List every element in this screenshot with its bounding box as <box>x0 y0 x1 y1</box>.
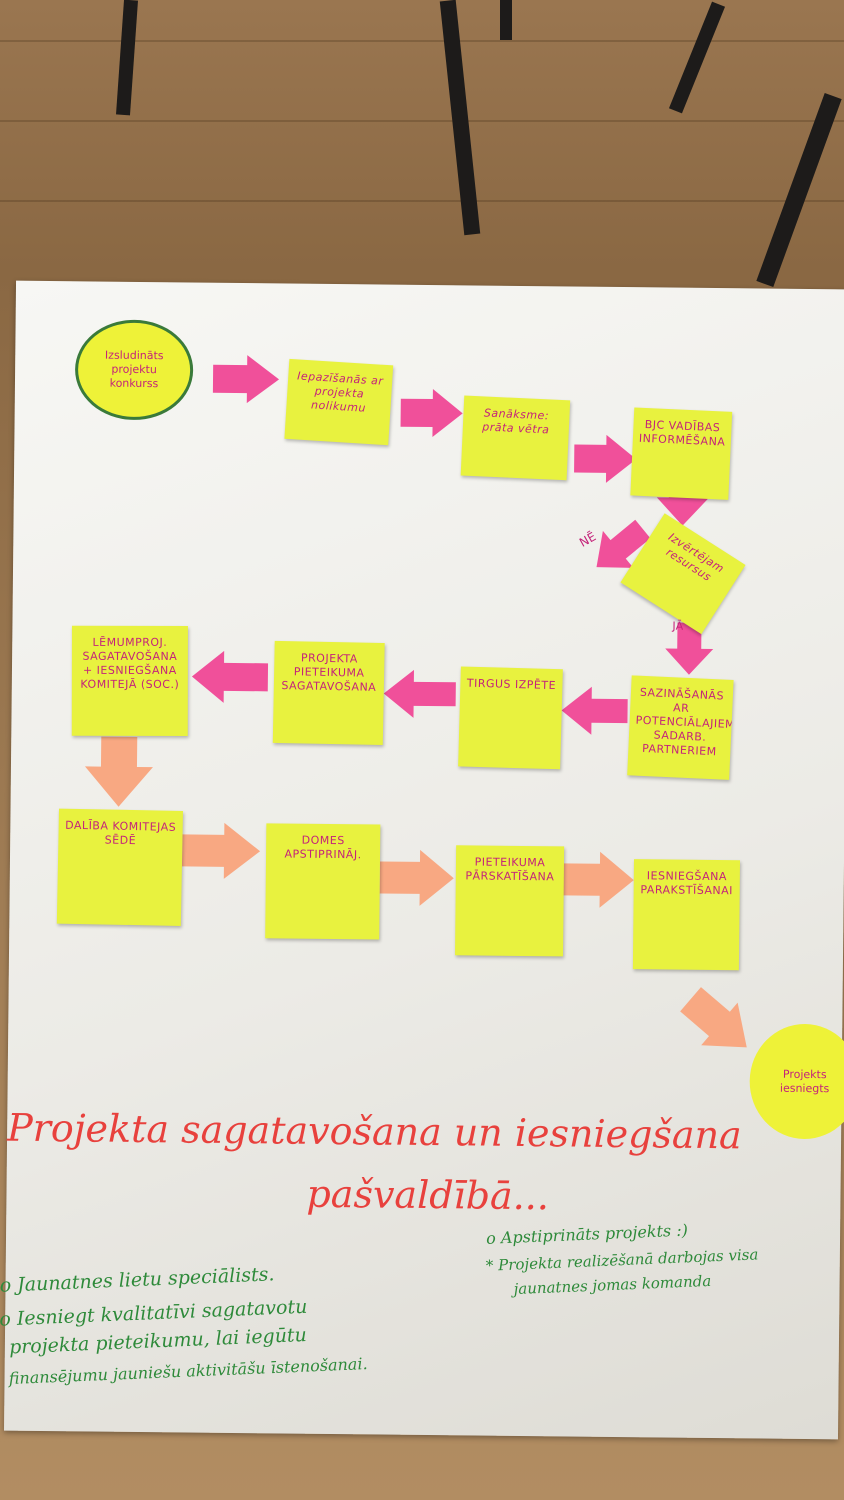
note-5: Sazināšanās ar potenciālajiem sadarb. pa… <box>627 675 734 780</box>
note-8: Lēmumproj. sagatavošana + iesniegšana ko… <box>71 625 188 736</box>
note-6: Tirgus izpēte <box>458 666 563 770</box>
note-3: BJC vadības informēšana <box>630 407 733 500</box>
arrow-down-peach <box>84 736 153 807</box>
arrow-right-3 <box>574 434 637 483</box>
note-2-text: Sanāksme: prāta vētra <box>482 406 550 437</box>
arrow-left-1 <box>561 686 628 735</box>
note-2: Sanāksme: prāta vētra <box>460 395 571 481</box>
note-9: Dalība komitejas sēdē <box>56 808 183 926</box>
note-12: Iesniegšana parakstīšanai <box>632 859 741 971</box>
note-9-text: Dalība komitejas sēdē <box>65 818 177 848</box>
note-7: Projekta pieteikuma sagatavošana <box>272 640 385 746</box>
note-5-text: Sazināšanās ar potenciālajiem sadarb. pa… <box>635 685 734 759</box>
title-line-1: Projekta sagatavošana un iesniegšana <box>6 1105 742 1158</box>
note-11: Pieteikuma pārskatīšana <box>455 845 565 957</box>
arrow-left-2 <box>383 669 456 718</box>
note-1: Iepazīšanās ar projekta nolikumu <box>284 358 394 446</box>
chair-leg <box>500 0 512 40</box>
title-line-2: pašvaldībā... <box>306 1171 550 1219</box>
label-yes: JĀ <box>672 619 684 633</box>
floor-seam <box>0 200 844 202</box>
floor-seam <box>0 120 844 122</box>
note-1-text: Iepazīšanās ar projekta nolikumu <box>296 369 384 415</box>
arrow-right-peach-1 <box>181 822 261 879</box>
arrow-left-3 <box>191 650 269 703</box>
note-12-text: Iesniegšana parakstīšanai <box>640 869 734 898</box>
arrow-right-2 <box>400 389 463 438</box>
arrow-right-peach-3 <box>561 851 634 908</box>
arrows-layer <box>84 355 747 1048</box>
arrow-right-1 <box>212 355 280 404</box>
chair-leg <box>756 92 842 288</box>
arrow-yes <box>665 622 714 675</box>
chair-leg <box>116 0 138 116</box>
note-8-text: Lēmumproj. sagatavošana + iesniegšana ko… <box>80 635 180 691</box>
arrow-diag-peach <box>680 987 747 1048</box>
note-10-text: Domes apstiprināj. <box>284 833 362 862</box>
note-7-text: Projekta pieteikuma sagatavošana <box>281 651 377 694</box>
start-circle: Izsludināts projektu konkurss <box>74 319 194 421</box>
flipchart-paper: Izsludināts projektu konkurss Iepazīšanā… <box>0 280 844 1440</box>
note-3-text: BJC vadības informēšana <box>638 417 726 449</box>
arrow-no <box>596 519 651 568</box>
note-10: Domes apstiprināj. <box>265 823 381 940</box>
start-circle-text: Izsludināts projektu konkurss <box>104 348 164 391</box>
note-11-text: Pieteikuma pārskatīšana <box>465 855 555 884</box>
arrow-right-peach-2 <box>379 849 454 906</box>
note-6-text: Tirgus izpēte <box>466 676 557 693</box>
floor-seam <box>0 40 844 42</box>
chair-leg <box>668 1 726 114</box>
end-circle-text: Projekts iesniegts <box>779 1067 830 1095</box>
